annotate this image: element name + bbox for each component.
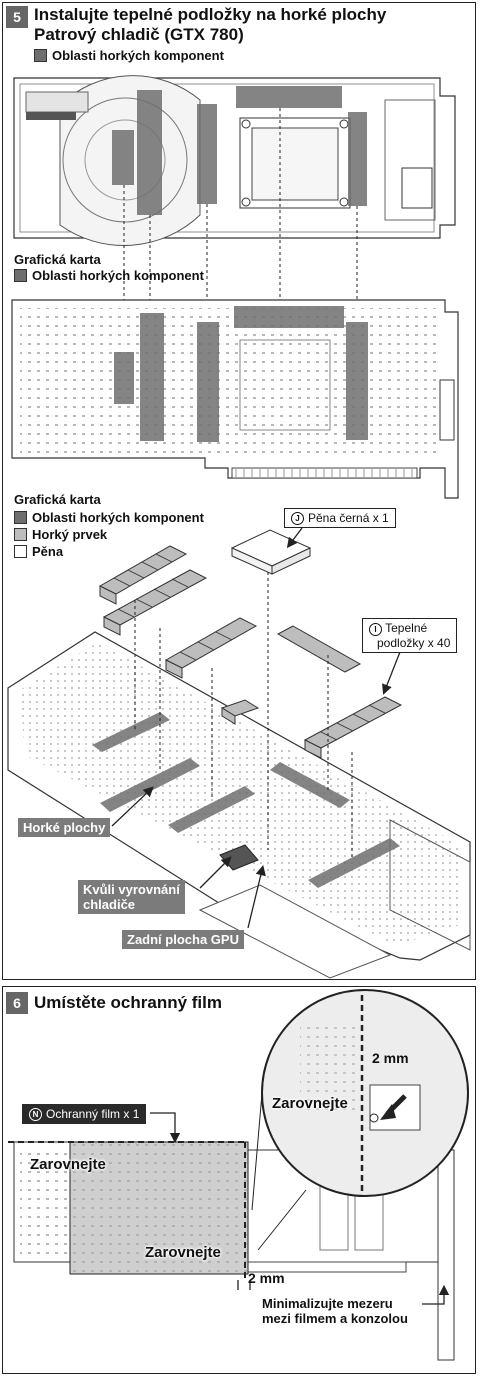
align-top-label: Zarovnejte [30,1156,106,1173]
bottom-2mm-label: 2 mm [248,1270,285,1286]
gpu-back-label: Zadní plocha GPU [122,930,244,949]
exploded-legend-foam: Pěna [14,544,63,559]
film-tag-letter: N [29,1107,42,1121]
hot-surfaces-label: Horké plochy [18,818,111,837]
step5-legend-hot-area-label: Oblasti horkých komponent [52,48,224,63]
step5-title-line2: Patrový chladič (GTX 780) [34,25,244,44]
pads-tag-letter: I [369,623,382,636]
step6-leaders [150,1112,450,1305]
step6-frame [2,986,476,1374]
card-legend-hot-area: Oblasti horkých komponent [14,268,204,283]
exploded-legend-hot-area: Oblasti horkých komponent [14,510,204,525]
pcb-flat [11,299,459,499]
pad-dividers [113,553,386,741]
exploded-legend-hot-element-label: Horký prvek [32,527,108,542]
zoom-2mm-label: 2 mm [372,1050,409,1066]
pads-tag: I Tepelné podložky x 40 [362,618,458,653]
step6-title: Umístěte ochranný film [34,993,222,1012]
align-bottom-label: Zarovnejte [145,1244,221,1261]
exploded-section-title: Grafická karta [14,492,101,507]
cooler-plate [13,75,456,247]
zoom-align-label: Zarovnejte [272,1095,348,1112]
hot-element-swatch [14,528,27,541]
hot-area-swatch [34,49,47,62]
card-section-title: Grafická karta [14,252,101,267]
pads-tag-line1: Tepelné [385,621,428,635]
cooler-align-line1: Kvůli vyrovnání [83,882,180,897]
foam-swatch [14,545,27,558]
hot-area-swatch [14,269,27,282]
leader-arrows [111,527,401,929]
foam-block [230,529,312,575]
hot-area-swatch [14,511,27,524]
foam-tag-letter: J [291,511,304,525]
step5-number: 5 [6,6,28,28]
step5-legend-hot-area: Oblasti horkých komponent [34,48,224,63]
step5-title-line1: Instalujte tepelné podložky na horké plo… [34,5,387,24]
film-tag: N Ochranný film x 1 [22,1104,147,1124]
foam-tag: J Pěna černá x 1 [284,508,396,528]
foam-tag-text: Pěna černá x 1 [308,511,389,525]
card-legend-hot-area-label: Oblasti horkých komponent [32,268,204,283]
gap-note-line1: Minimalizujte mezeru [262,1296,393,1311]
cooler-align-label: Kvůli vyrovnání chladiče [78,880,185,914]
exploded-legend-foam-label: Pěna [32,544,64,559]
drop-lines [123,108,358,340]
zoom-circle [251,989,469,1251]
cooler-align-line2: chladiče [83,897,136,912]
iso-drop-lines [134,572,353,860]
step5-frame [2,2,476,980]
film-texture [70,1142,248,1274]
film-tag-text: Ochranný film x 1 [46,1107,140,1121]
step6-number: 6 [6,992,28,1014]
gap-note-line2: mezi filmem a konzolou [262,1311,408,1326]
pads-tag-line2: podložky x 40 [377,636,451,650]
pcb-isometric [7,631,471,979]
exploded-legend-hot-element: Horký prvek [14,527,107,542]
exploded-legend-hot-area-label: Oblasti horkých komponent [32,510,204,525]
gap-note: Minimalizujte mezeru mezi filmem a konzo… [262,1296,408,1326]
